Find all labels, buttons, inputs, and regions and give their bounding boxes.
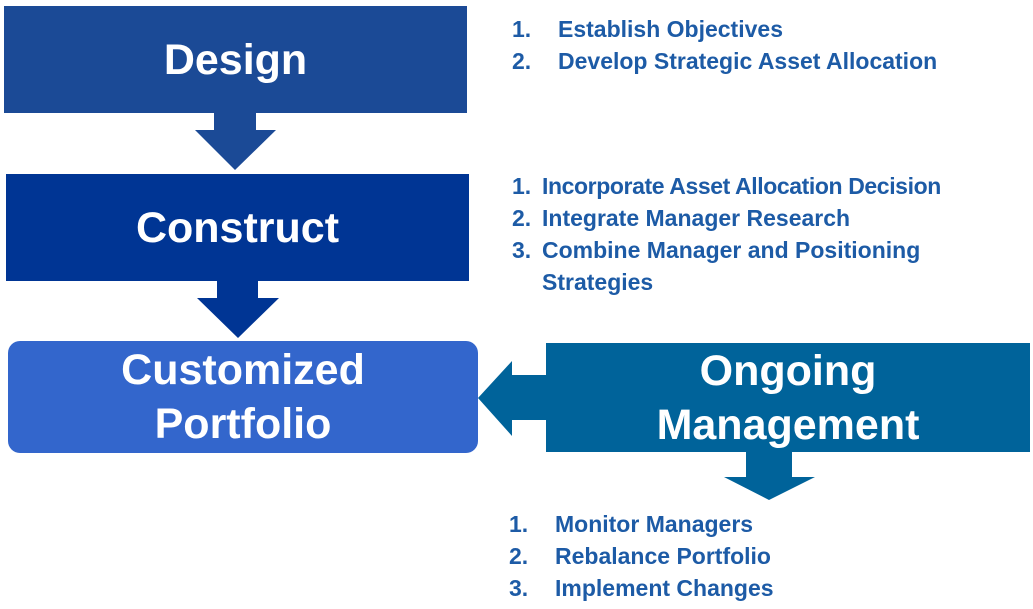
ongoing-label-line2: Management [656, 400, 920, 449]
arrow-ongoing-to-portfolio [478, 361, 546, 436]
step-text: Implement Changes [555, 575, 774, 601]
list-item: 2. Develop Strategic Asset Allocation [512, 45, 937, 77]
step-text: Rebalance Portfolio [555, 543, 771, 569]
ongoing-management-box: Ongoing Management [546, 343, 1030, 452]
list-item: 1. Incorporate Asset Allocation Decision [512, 170, 1032, 202]
list-item: 1. Monitor Managers [509, 508, 774, 540]
step-number: 1. [509, 511, 529, 537]
step-text: Develop Strategic Asset Allocation [558, 48, 938, 74]
step-number: 2. [509, 543, 529, 569]
list-item: 3. Implement Changes [509, 572, 774, 604]
portfolio-label-line1: Customized [121, 346, 365, 394]
arrow-construct-to-portfolio [197, 281, 279, 338]
step-number: 3. [509, 575, 529, 601]
step-number: 1. [512, 173, 532, 199]
arrow-design-to-construct [195, 113, 276, 170]
step-text: Monitor Managers [555, 511, 754, 537]
step-number: 1. [512, 16, 532, 42]
step-number: 2. [512, 205, 532, 231]
list-item: 2. Rebalance Portfolio [509, 540, 774, 572]
design-box: Design [4, 6, 467, 113]
ongoing-label-line1: Ongoing [699, 346, 877, 395]
design-label: Design [163, 35, 308, 84]
step-text: Establish Objectives [558, 16, 783, 42]
list-item: 2. Integrate Manager Research [512, 202, 1032, 234]
arrow-ongoing-down [724, 452, 815, 500]
customized-portfolio-box: Customized Portfolio [8, 341, 478, 453]
list-item: 3. Combine Manager and Positioning Strate… [512, 234, 1032, 298]
step-number: 3. [512, 237, 532, 263]
ongoing-steps-list: 1. Monitor Managers 2. Rebalance Portfolio… [509, 508, 774, 604]
construct-steps-list: 1.Incorporate Asset Allocation Decision … [512, 170, 1032, 298]
design-steps-list: 1. Establish Objectives 2. Develop Strateg… [512, 13, 937, 77]
portfolio-label-line2: Portfolio [154, 400, 332, 448]
step-text: Incorporate Asset Allocation Decision [542, 173, 941, 199]
step-text: Integrate Manager Research [542, 205, 851, 231]
list-item: 1. Establish Objectives [512, 13, 937, 45]
step-number: 2. [512, 48, 532, 74]
construct-label: Construct [135, 203, 340, 252]
step-text: Combine Manager and Positioning Strategi… [542, 237, 921, 295]
construct-box: Construct [6, 174, 469, 281]
